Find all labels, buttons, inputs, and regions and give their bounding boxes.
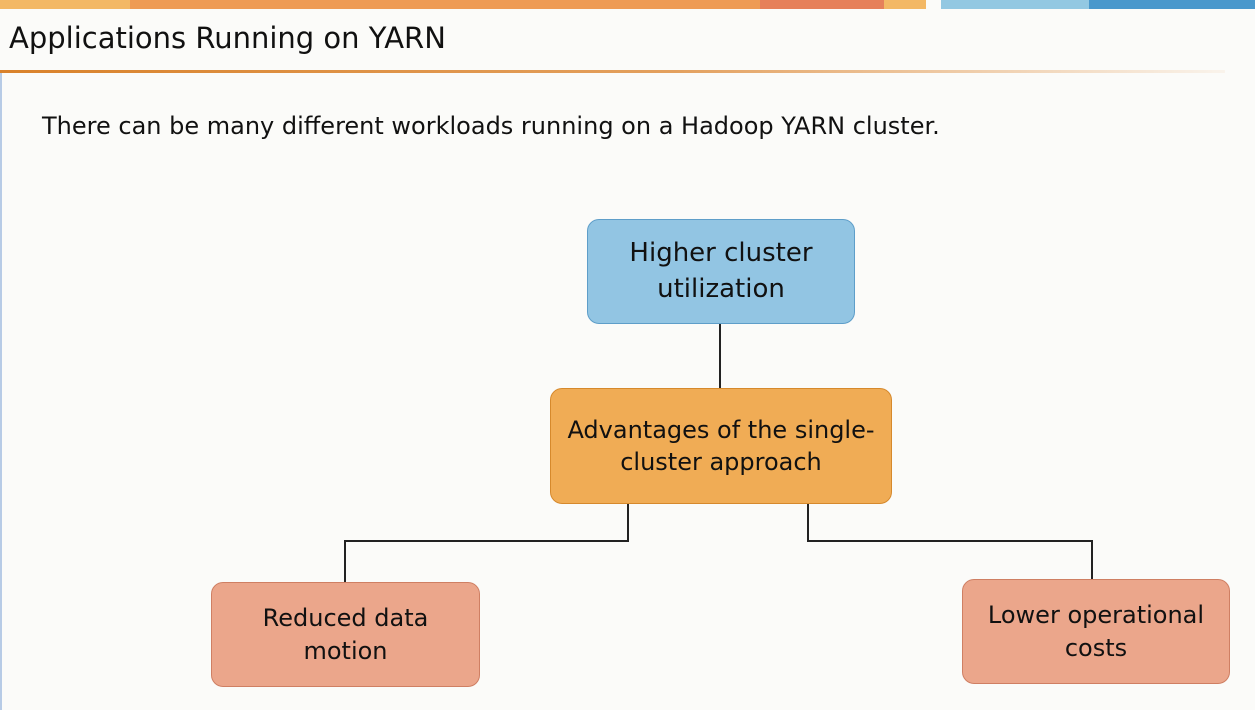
- left-edge-line: [0, 73, 2, 710]
- slide-title: Applications Running on YARN: [9, 21, 446, 55]
- node-lower-operational-costs: Lower operational costs: [962, 579, 1230, 684]
- node-left-label: Reduced data motion: [262, 604, 429, 665]
- slide-subtitle: There can be many different workloads ru…: [42, 112, 940, 140]
- node-higher-cluster-utilization: Higher cluster utilization: [587, 219, 855, 324]
- node-reduced-data-motion: Reduced data motion: [211, 582, 480, 687]
- connector-right: [807, 504, 1093, 579]
- title-underline: [0, 70, 1225, 73]
- node-top-label: Higher cluster utilization: [629, 238, 813, 304]
- node-center-label: Advantages of the single-cluster approac…: [567, 415, 875, 476]
- node-advantages: Advantages of the single-cluster approac…: [550, 388, 892, 504]
- top-color-stripe: [0, 0, 1255, 9]
- node-right-label: Lower operational costs: [987, 601, 1205, 662]
- connector-left: [344, 504, 629, 582]
